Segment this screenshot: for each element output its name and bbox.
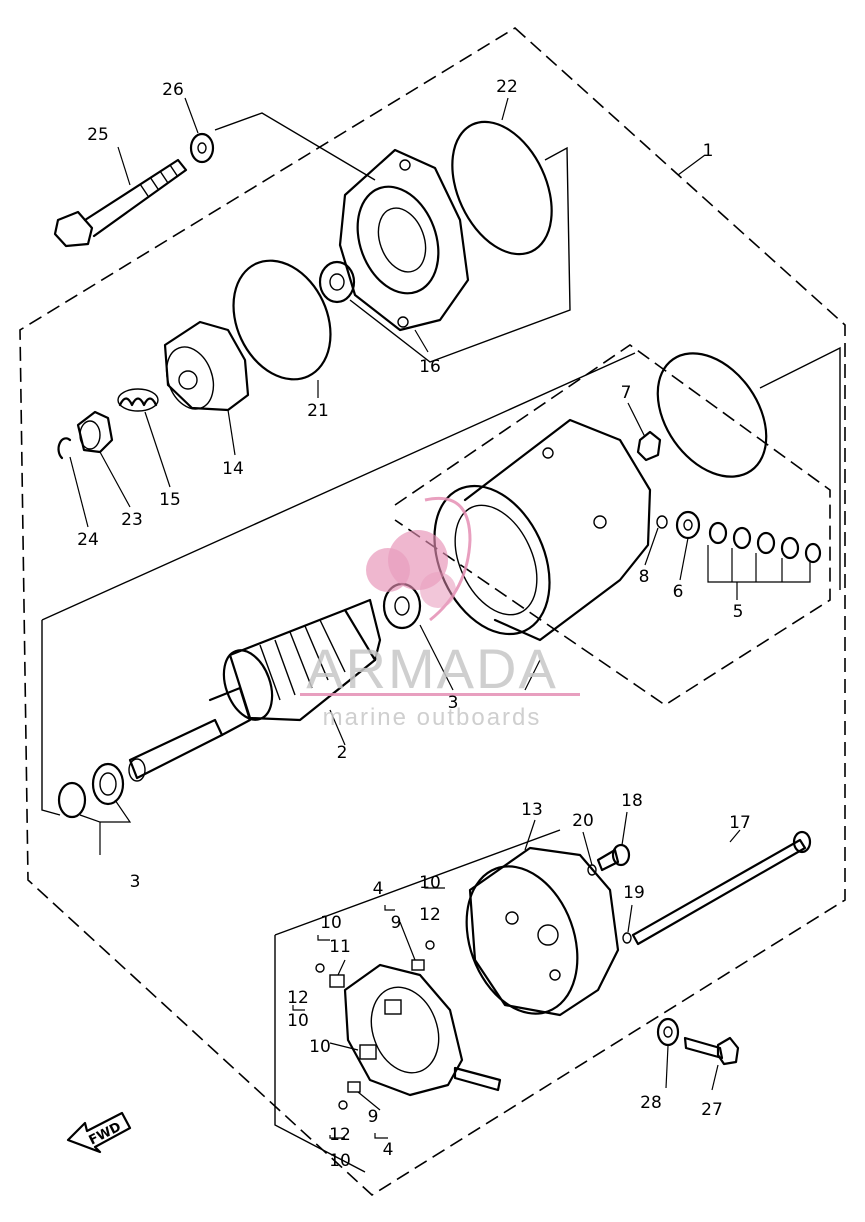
callout-labels: 1 2 3 3 4 4 5 6 7 8 9 9 10 10 10 10 10 1… [77, 77, 751, 1171]
callout-18: 18 [621, 791, 643, 811]
rear-cover-part [465, 846, 620, 1017]
armature-washer-part [57, 762, 125, 819]
gasket-part [451, 120, 553, 256]
bolt-part [53, 158, 188, 248]
callout-6: 6 [673, 582, 684, 602]
yoke-housing-part [433, 418, 652, 642]
callout-12-top: 12 [419, 905, 441, 925]
callout-26: 26 [162, 80, 184, 100]
bearing-washer-part [318, 260, 356, 304]
armature-part [128, 598, 382, 782]
cover-bolt-part [683, 1036, 740, 1066]
callout-12-bottom: 12 [329, 1125, 351, 1145]
forward-direction-arrow: FWD [66, 1111, 132, 1154]
front-bracket-part [338, 148, 470, 332]
callout-16: 16 [419, 357, 441, 377]
group-outlines [41, 112, 841, 1173]
callout-14: 14 [222, 459, 244, 479]
callout-21: 21 [307, 401, 329, 421]
callout-19: 19 [623, 883, 645, 903]
pinion-gear-part [163, 320, 250, 412]
callout-10-left: 10 [287, 1011, 309, 1031]
o-ring-part [232, 259, 332, 381]
fwd-label: FWD [87, 1120, 124, 1149]
propeller-logo-icon [366, 496, 472, 622]
callout-11: 11 [329, 937, 351, 957]
brand-watermark: ARMADA marine outboards [300, 496, 580, 731]
terminal-parts-set [708, 521, 822, 564]
nut-part [636, 430, 662, 462]
washer-part [189, 132, 215, 164]
callout-10-top-right: 10 [419, 873, 441, 893]
small-washer-part [656, 515, 668, 529]
callout-9-lower: 9 [368, 1107, 379, 1127]
callout-8: 8 [639, 567, 650, 587]
callout-20: 20 [572, 811, 594, 831]
callout-27: 27 [701, 1100, 723, 1120]
callout-28: 28 [640, 1093, 662, 1113]
circlip-part [57, 437, 72, 460]
small-rings [587, 864, 632, 944]
callout-24: 24 [77, 530, 99, 550]
screw-part [596, 843, 631, 872]
callout-22: 22 [496, 77, 518, 97]
assembly-boundary [19, 27, 846, 1197]
brush-holder-part [315, 940, 502, 1110]
callout-23: 23 [121, 510, 143, 530]
callout-10-middle: 10 [309, 1037, 331, 1057]
spring-part [117, 388, 159, 412]
callout-25: 25 [87, 125, 109, 145]
cover-washer-part [656, 1017, 680, 1047]
brand-underline [300, 693, 580, 696]
rear-gasket-part [656, 352, 768, 478]
callout-7: 7 [621, 383, 632, 403]
callout-4-upper: 4 [373, 879, 384, 899]
callout-13: 13 [521, 800, 543, 820]
callout-10-top-left: 10 [320, 913, 342, 933]
callout-17: 17 [729, 813, 751, 833]
collar-part [76, 410, 114, 454]
callout-5: 5 [733, 602, 744, 622]
leader-lines [69, 97, 811, 1139]
callout-2: 2 [337, 743, 348, 763]
callout-3-upper: 3 [448, 693, 459, 713]
callout-12-left: 12 [287, 988, 309, 1008]
through-bolt-part [631, 830, 812, 946]
brand-tagline: marine outboards [323, 704, 542, 731]
callout-4-lower: 4 [383, 1140, 394, 1160]
callout-1: 1 [703, 141, 714, 161]
brand-name: ARMADA [306, 637, 558, 700]
callout-9-upper: 9 [391, 913, 402, 933]
callout-10-bottom: 10 [329, 1151, 351, 1171]
callout-3-lower: 3 [130, 872, 141, 892]
callout-15: 15 [159, 490, 181, 510]
terminal-washer-part [675, 510, 701, 540]
